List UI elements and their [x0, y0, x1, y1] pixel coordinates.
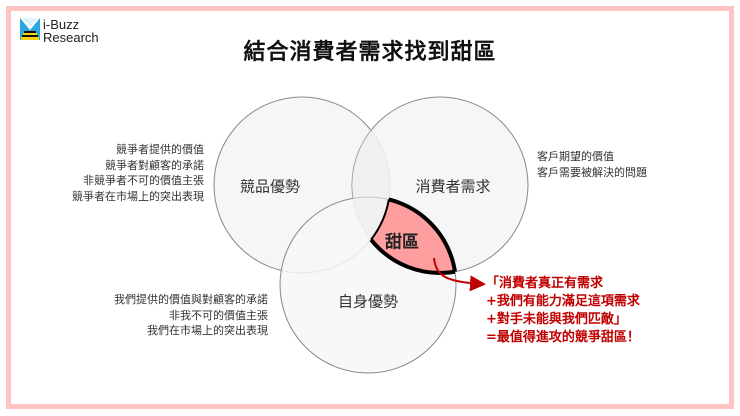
- desc-line: 我們在市場上的突出表現: [147, 324, 268, 337]
- desc-line: 競爭者對顧客的承諾: [105, 158, 204, 172]
- callout-line: +對手未能與我們匹敵」: [486, 312, 627, 327]
- desc-line: 客戶期望的價值: [537, 150, 614, 163]
- logo-line1: i-Buzz: [43, 17, 80, 32]
- sweet-spot-label: 甜區: [385, 232, 419, 253]
- desc-line: 非競爭者不可的價值主張: [83, 174, 204, 187]
- desc-line: 競爭者在市場上的突出表現: [72, 189, 204, 203]
- circle-label-self: 自身優勢: [337, 292, 399, 311]
- circle-label-competitor: 競品優勢: [239, 177, 301, 196]
- callout-line: +我們有能力滿足這項需求: [486, 294, 640, 309]
- desc-line: 非我不可的價值主張: [169, 308, 268, 322]
- competitor-description: 競爭者提供的價值 競爭者對顧客的承諾 非競爭者不可的價值主張 競爭者在市場上的突…: [20, 142, 204, 204]
- desc-line: 競爭者提供的價值: [116, 143, 204, 156]
- sweet-spot-callout: 「消費者真正有需求 +我們有能力滿足這項需求 +對手未能與我們匹敵」 =最值得進…: [486, 275, 640, 347]
- callout-line: 「消費者真正有需求: [486, 276, 604, 291]
- callout-arrow: [433, 257, 486, 292]
- page-title: 結合消費者需求找到甜區: [243, 40, 497, 65]
- circle-label-consumer: 消費者需求: [415, 177, 491, 196]
- logo: i-Buzz Research: [20, 18, 99, 44]
- consumer-description: 客戶期望的價值 客戶需要被解決的問題: [537, 149, 647, 180]
- logo-line2: Research: [43, 30, 99, 45]
- desc-line: 客戶需要被解決的問題: [537, 165, 647, 179]
- ibuzz-logo-icon: [20, 18, 40, 44]
- callout-line: =最值得進攻的競爭甜區！: [486, 330, 640, 345]
- self-description: 我們提供的價值與對顧客的承諾 非我不可的價值主張 我們在市場上的突出表現: [60, 292, 268, 339]
- desc-line: 我們提供的價值與對顧客的承諾: [114, 293, 268, 306]
